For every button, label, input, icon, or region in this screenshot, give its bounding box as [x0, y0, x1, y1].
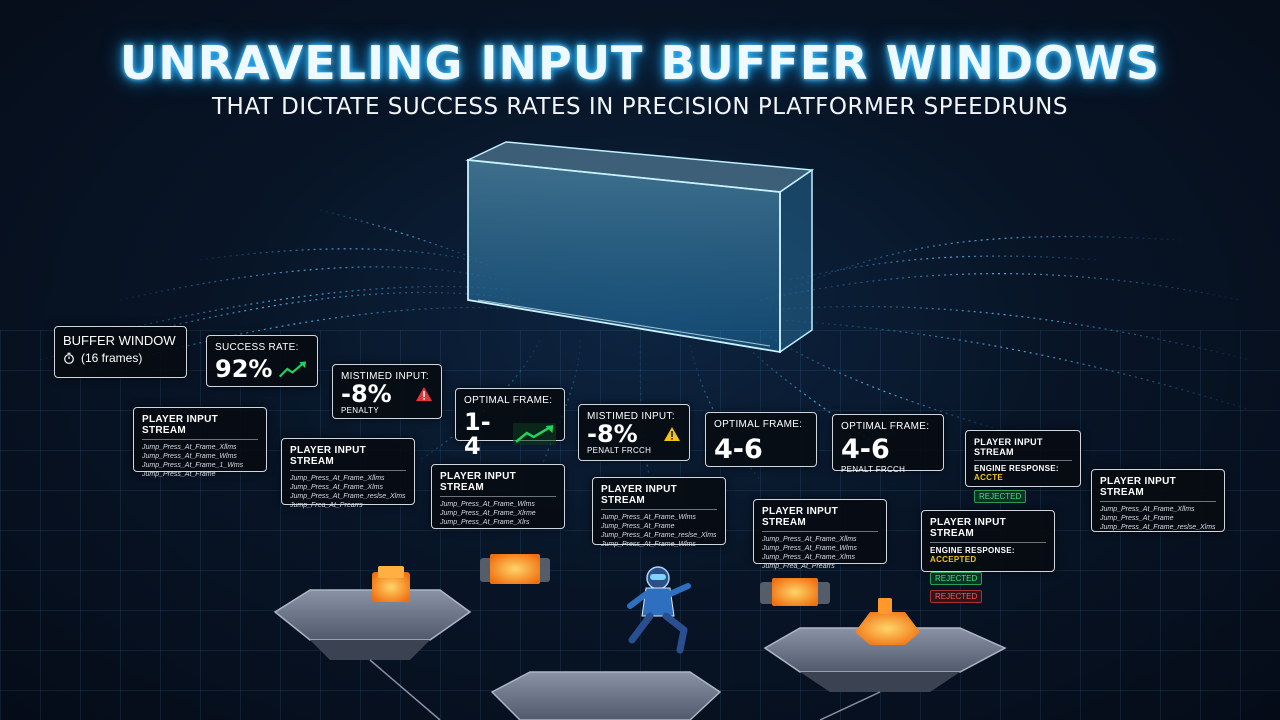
engine-response-value: ACCTE — [974, 473, 1004, 482]
buffer-window-value: (16 frames) — [81, 351, 143, 365]
stream-line: Jump_Press_At_Frame_Xllms — [1100, 506, 1195, 513]
optimal-label-1: OPTIMAL FRAME: — [464, 395, 553, 406]
stream-line: Jump_Press_At_Frame_Xlrme — [440, 510, 536, 517]
optimal-note-3: PENALT FRCCH — [841, 465, 906, 474]
stream-line: Jump_Frea_At_Prearrs — [762, 563, 835, 570]
engine-response-line: ENGINE RESPONSE: ACCEPTED — [930, 546, 1046, 564]
stream-title: PLAYER INPUT STREAM — [290, 445, 406, 471]
input-stream-panel-4: PLAYER INPUT STREAM Jump_Press_At_Frame_… — [592, 477, 726, 548]
stream-title: PLAYER INPUT STREAM — [142, 414, 258, 440]
engine-response-panel-1: PLAYER INPUT STREAM ENGINE RESPONSE: ACC… — [965, 430, 1081, 503]
engine-response-line: ENGINE RESPONSE: ACCTE — [974, 464, 1072, 482]
optimal-value-3: 4-6 — [841, 434, 890, 465]
platforms — [273, 589, 1007, 720]
stream-line: Jump_Press_At_Frame_Wlms — [601, 541, 696, 548]
stream-title: PLAYER INPUT STREAM — [601, 484, 717, 510]
stream-line: Jump_Press_At_Frame_Wlms — [762, 545, 857, 552]
engine-response-label: ENGINE RESPONSE: — [974, 464, 1059, 473]
input-stream-panel-2: PLAYER INPUT STREAM Jump_Press_At_Frame_… — [281, 438, 415, 509]
optimal-frame-panel-1: OPTIMAL FRAME: 1-4 — [455, 388, 565, 458]
warning-red-icon — [416, 387, 432, 401]
stream-line: Jump_Press_At_Frame_Xlms — [762, 554, 855, 561]
stream-title: PLAYER INPUT STREAM — [1100, 476, 1216, 502]
stream-line: Jump_Press_At_Frame — [1100, 515, 1174, 522]
mistimed-input-panel-2: MISTIMED INPUT: -8% PENALT FRCCH — [578, 404, 690, 461]
engine-response-panel-2: PLAYER INPUT STREAM ENGINE RESPONSE: ACC… — [921, 510, 1055, 603]
orange-blocks — [372, 554, 920, 645]
stream-line: Jump_Press_At_Frame_Xllms — [762, 536, 857, 543]
mistimed-input-panel-1: MISTIMED INPUT: -8% PENALTY — [332, 364, 442, 419]
input-stream-panel-6: PLAYER INPUT STREAM Jump_Press_At_Frame_… — [1091, 469, 1225, 532]
success-rate-value: 92% — [215, 355, 273, 383]
stream-line: Jump_Press_At_Frame_Wlms — [440, 501, 535, 508]
trend-up-icon — [279, 361, 307, 378]
stream-line: Jump_Press_At_Frame — [142, 471, 216, 478]
success-rate-panel: SUCCESS RATE: 92% — [206, 335, 318, 387]
page-title: UNRAVELING INPUT BUFFER WINDOWS — [119, 36, 1161, 90]
stream-title: PLAYER INPUT STREAM — [762, 506, 878, 532]
optimal-value-2: 4-6 — [714, 434, 763, 465]
stream-line: Jump_Press_At_Frame_reslse_Xlms — [601, 532, 717, 539]
input-stream-panel-5: PLAYER INPUT STREAM Jump_Press_At_Frame_… — [753, 499, 887, 570]
buffer-window-label: BUFFER WINDOW — [63, 333, 176, 348]
mistimed-note-1: PENALTY — [341, 406, 379, 415]
status-badge: REJECTED — [930, 572, 983, 585]
runner-character — [627, 566, 691, 654]
mistimed-label-1: MISTIMED INPUT: — [341, 371, 429, 382]
stream-line: Jump_Press_At_Frame_Wlms — [142, 453, 237, 460]
optimal-frame-panel-3: OPTIMAL FRAME: 4-6 PENALT FRCCH — [832, 414, 944, 474]
buffer-box — [465, 141, 815, 354]
input-stream-panel-3: PLAYER INPUT STREAM Jump_Press_At_Frame_… — [431, 464, 565, 529]
stream-line: Jump_Press_At_Frame_reslse_Xlms — [290, 493, 406, 500]
stream-line: Jump_Frea_At_Prearrs — [290, 502, 363, 509]
optimal-label-3: OPTIMAL FRAME: — [841, 421, 930, 432]
mistimed-note-2: PENALT FRCCH — [587, 446, 652, 455]
stream-title: PLAYER INPUT STREAM — [930, 517, 1046, 543]
stream-line: Jump_Press_At_Frame_reslse_Xlms — [1100, 524, 1216, 531]
engine-response-label: ENGINE RESPONSE: — [930, 546, 1015, 555]
success-rate-label: SUCCESS RATE: — [215, 342, 299, 353]
mistimed-value-2: -8% — [587, 420, 638, 448]
optimal-label-2: OPTIMAL FRAME: — [714, 419, 803, 430]
mistimed-value-1: -8% — [341, 380, 392, 408]
warning-yellow-icon — [664, 427, 680, 441]
buffer-window-panel: BUFFER WINDOW (16 frames) — [54, 326, 187, 378]
mistimed-label-2: MISTIMED INPUT: — [587, 411, 675, 422]
stream-line: Jump_Press_At_Frame_Xllms — [290, 475, 385, 482]
stream-line: Jump_Press_At_Frame — [601, 523, 675, 530]
stream-line: Jump_Press_At_Frame_Xlms — [290, 484, 383, 491]
stopwatch-icon — [64, 352, 74, 364]
optimal-value-1: 1-4 — [464, 408, 491, 460]
stream-title: PLAYER INPUT STREAM — [440, 471, 556, 497]
input-stream-panel-1: PLAYER INPUT STREAM Jump_Press_At_Frame_… — [133, 407, 267, 478]
status-badge: REJECTED — [930, 590, 983, 603]
engine-response-value: ACCEPTED — [930, 555, 977, 564]
status-badge: REJECTED — [974, 490, 1027, 503]
stream-line: Jump_Press_At_Frame_1_Wms — [142, 462, 244, 469]
stream-line: Jump_Press_At_Frame_Wlms — [601, 514, 696, 521]
page-subtitle: THAT DICTATE SUCCESS RATES IN PRECISION … — [212, 94, 1068, 120]
optimal-frame-panel-2: OPTIMAL FRAME: 4-6 — [705, 412, 817, 467]
stream-line: Jump_Press_At_Frame_Xlrs — [440, 519, 530, 526]
stream-title: PLAYER INPUT STREAM — [974, 437, 1072, 461]
stream-line: Jump_Press_At_Frame_Xllms — [142, 444, 237, 451]
trend-up-icon — [512, 423, 556, 445]
